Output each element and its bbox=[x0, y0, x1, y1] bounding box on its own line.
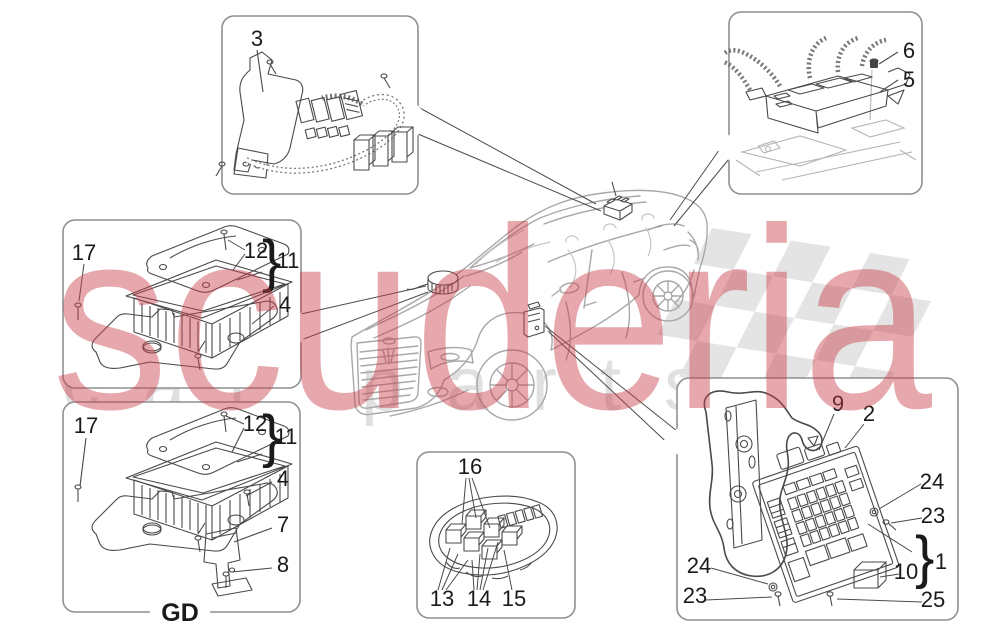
fuse-grid bbox=[786, 480, 860, 548]
car-interior-lines bbox=[475, 213, 655, 289]
grommet-icon bbox=[869, 58, 879, 68]
relay-cluster bbox=[295, 89, 363, 140]
wiring-illustration bbox=[722, 35, 887, 92]
callout-box-bottom-left[interactable]: 17 12 } 11 4 7 8 GD bbox=[62, 401, 301, 627]
callout-23[interactable]: 23 bbox=[683, 583, 707, 608]
callout-4[interactable]: 4 bbox=[277, 466, 289, 491]
callout-box-mid-left[interactable]: 17 12 } 11 4 bbox=[62, 219, 315, 389]
trim-panel-illustration bbox=[703, 390, 823, 578]
callout-2[interactable]: 2 bbox=[863, 401, 875, 426]
callout-1[interactable]: 1 bbox=[935, 549, 947, 574]
checkered-flag bbox=[657, 228, 931, 408]
screw-icon bbox=[215, 59, 391, 177]
rear-wheel bbox=[642, 270, 694, 322]
ecu-illustration bbox=[745, 67, 911, 134]
headlight bbox=[427, 346, 474, 370]
car-mounted-components bbox=[406, 181, 633, 338]
front-wheel bbox=[476, 349, 548, 421]
cowl-ecu-on-car bbox=[406, 270, 459, 295]
callout-24[interactable]: 24 bbox=[687, 553, 711, 578]
callout-12[interactable]: 12 bbox=[243, 411, 267, 436]
callout-17[interactable]: 17 bbox=[74, 413, 98, 438]
callout-box-top-right[interactable]: 6 5 bbox=[715, 11, 923, 195]
callout-box-bottom-middle[interactable]: 16 13 14 15 bbox=[416, 451, 576, 619]
side-mirror bbox=[551, 282, 580, 297]
callout-box-bottom-right[interactable]: 9 2 24 23 } 1 10 24 23 25 bbox=[663, 377, 959, 621]
trident-emblem bbox=[382, 347, 395, 365]
car-illustration bbox=[350, 189, 708, 421]
callout-8[interactable]: 8 bbox=[277, 552, 289, 577]
callout-12[interactable]: 12 bbox=[244, 238, 268, 263]
relay-cube-10 bbox=[853, 561, 887, 589]
screw-icons bbox=[768, 507, 897, 607]
callout-5[interactable]: 5 bbox=[903, 67, 915, 92]
callout-11[interactable]: 11 bbox=[275, 424, 298, 449]
variant-label-gap bbox=[150, 600, 210, 622]
callout-box-top-left[interactable]: 3 bbox=[215, 15, 433, 195]
floor-panel-lines bbox=[735, 69, 917, 181]
brace-glyph: } bbox=[262, 229, 281, 294]
callout-16[interactable]: 16 bbox=[458, 454, 482, 479]
callout-11[interactable]: 11 bbox=[277, 248, 300, 273]
brace-glyph: } bbox=[915, 525, 934, 590]
callout-6[interactable]: 6 bbox=[903, 38, 915, 63]
callout-17[interactable]: 17 bbox=[72, 240, 96, 265]
car-body-outline bbox=[350, 189, 708, 416]
callout-13[interactable]: 13 bbox=[430, 586, 454, 611]
callout-14[interactable]: 14 bbox=[467, 586, 491, 611]
support-bracket-illustration bbox=[203, 489, 253, 597]
watermark-brand: scuderia bbox=[52, 174, 933, 463]
callout-3[interactable]: 3 bbox=[251, 26, 263, 51]
callout-23[interactable]: 23 bbox=[921, 503, 945, 528]
callout-24[interactable]: 24 bbox=[920, 469, 944, 494]
shelf-ecu-on-car bbox=[603, 181, 633, 221]
bracket-illustration bbox=[233, 51, 304, 173]
fuse-holder-boxes bbox=[353, 126, 414, 171]
callout-9[interactable]: 9 bbox=[832, 391, 844, 416]
callout-4[interactable]: 4 bbox=[279, 292, 291, 317]
callout-7[interactable]: 7 bbox=[277, 512, 289, 537]
grille bbox=[356, 336, 422, 409]
variant-label: GD bbox=[161, 599, 199, 627]
callout-15[interactable]: 15 bbox=[502, 586, 526, 611]
fuse-box-illustration bbox=[752, 441, 900, 603]
callout-10[interactable]: 10 bbox=[894, 559, 918, 584]
brace-glyph: } bbox=[262, 404, 281, 469]
bpillar-unit-on-car bbox=[523, 301, 545, 338]
callout-25[interactable]: 25 bbox=[921, 587, 945, 612]
